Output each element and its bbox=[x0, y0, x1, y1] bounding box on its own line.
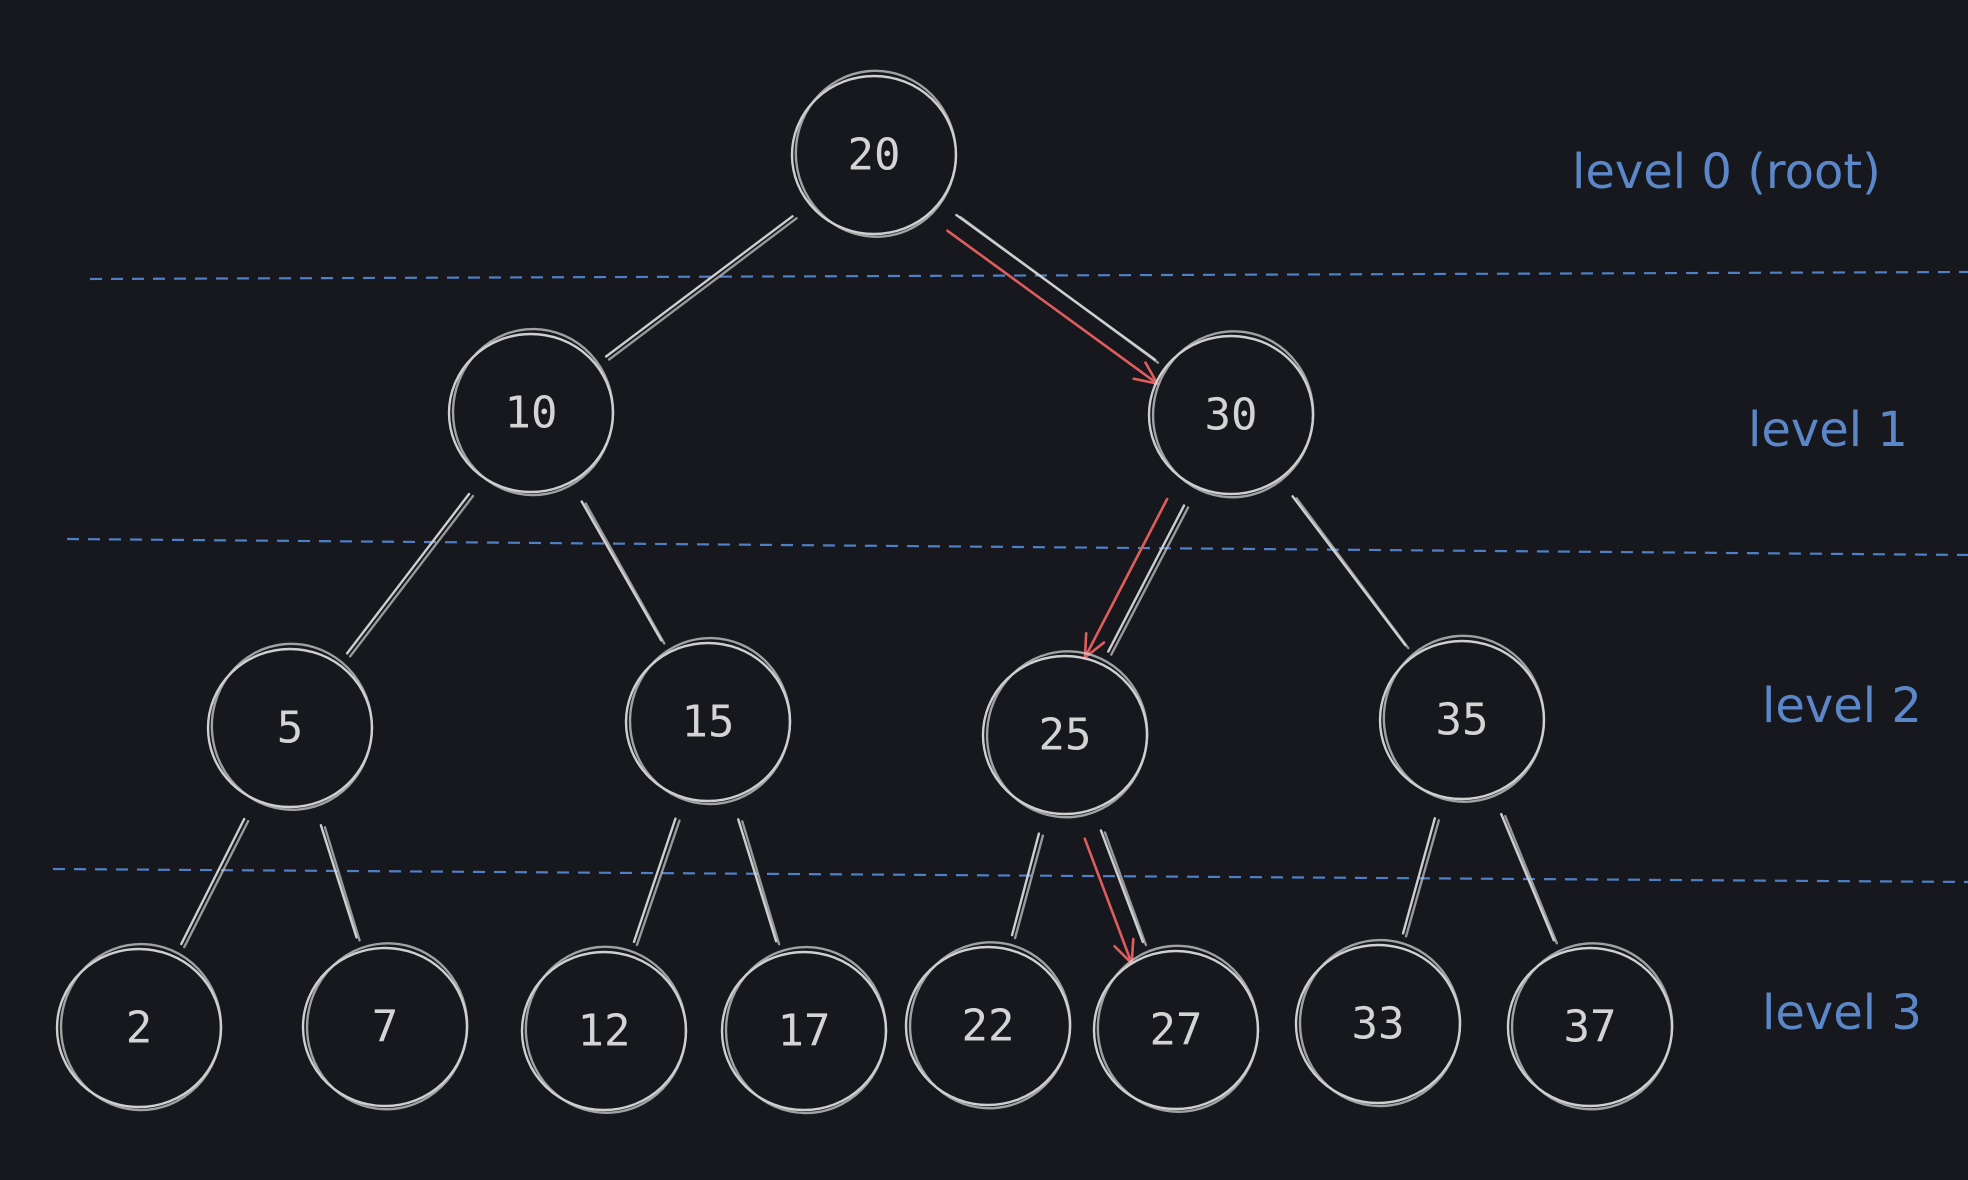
tree-node-22: 22 bbox=[904, 941, 1072, 1110]
edge-n35-n37 bbox=[1500, 812, 1556, 942]
edge-sketch-n30-n35 bbox=[1295, 497, 1410, 650]
level-divider-0 bbox=[89, 270, 1968, 281]
node-circle-sketch bbox=[794, 69, 958, 238]
node-value: 27 bbox=[1150, 1005, 1203, 1056]
node-value: 35 bbox=[1436, 695, 1489, 746]
tree-node-10: 10 bbox=[447, 327, 615, 497]
node-circle-sketch bbox=[1151, 330, 1315, 499]
edge-sketch-n15-n17 bbox=[741, 820, 781, 946]
tree-node-35: 35 bbox=[1378, 634, 1546, 803]
edge-n15-n17 bbox=[737, 818, 778, 943]
edge-sketch-n25-n22 bbox=[1013, 834, 1045, 940]
node-value: 20 bbox=[848, 130, 901, 181]
node-value: 30 bbox=[1205, 390, 1258, 441]
edge-n30-n25 bbox=[1107, 504, 1186, 653]
edge-sketch-n10-n15 bbox=[584, 502, 666, 645]
tree-node-17: 17 bbox=[720, 945, 888, 1115]
tree-node-12: 12 bbox=[520, 945, 688, 1114]
node-circle-sketch bbox=[59, 942, 223, 1112]
level-label-1: level 1 bbox=[1748, 402, 1908, 458]
tree-node-2: 2 bbox=[55, 942, 223, 1112]
edge-sketch-n10-n5 bbox=[348, 494, 475, 658]
edge-n5-n2 bbox=[180, 817, 246, 946]
node-value: 25 bbox=[1039, 710, 1092, 761]
level-label-3: level 3 bbox=[1762, 985, 1922, 1041]
tree-node-15: 15 bbox=[624, 636, 792, 806]
node-circle-sketch bbox=[1096, 944, 1260, 1113]
node-circle-sketch bbox=[524, 945, 688, 1114]
path-arrow-n20-n30 bbox=[946, 229, 1159, 385]
tree-node-20: 20 bbox=[790, 69, 958, 238]
edge-sketch-n35-n33 bbox=[1404, 819, 1441, 938]
edge-sketch-n20-n10 bbox=[607, 217, 798, 361]
edge-n10-n15 bbox=[580, 500, 663, 642]
path-arrowhead-n30 bbox=[1132, 361, 1159, 385]
node-value: 15 bbox=[682, 697, 735, 748]
level-divider-1 bbox=[66, 537, 1968, 557]
node-value: 12 bbox=[578, 1006, 631, 1057]
node-circle-sketch bbox=[985, 650, 1149, 819]
edge-n35-n33 bbox=[1401, 817, 1437, 935]
tree-node-25: 25 bbox=[981, 650, 1149, 819]
edge-sketch-n5-n7 bbox=[323, 826, 361, 942]
edge-sketch-n30-n25 bbox=[1110, 506, 1190, 656]
node-circle-sketch bbox=[1382, 634, 1546, 803]
node-circle-sketch bbox=[724, 945, 888, 1115]
edge-n10-n5 bbox=[345, 492, 471, 655]
node-value: 7 bbox=[372, 1002, 399, 1053]
path-arrow-n25-n27 bbox=[1083, 837, 1133, 965]
node-circle-sketch bbox=[1510, 942, 1674, 1111]
node-value: 22 bbox=[962, 1001, 1015, 1052]
edge-n25-n22 bbox=[1010, 832, 1041, 937]
node-circle-sketch bbox=[210, 642, 374, 811]
tree-node-5: 5 bbox=[206, 642, 374, 811]
node-circle-sketch bbox=[305, 942, 469, 1111]
edge-sketch-n15-n12 bbox=[635, 819, 681, 947]
node-value: 37 bbox=[1564, 1002, 1617, 1053]
node-value: 2 bbox=[126, 1003, 153, 1054]
tree-edges bbox=[180, 213, 1559, 949]
node-value: 5 bbox=[277, 703, 304, 754]
node-value: 17 bbox=[778, 1006, 831, 1057]
level-labels: level 0 (root) level 1 level 2 level 3 bbox=[1572, 144, 1922, 1041]
edge-n20-n10 bbox=[604, 215, 794, 358]
node-circle-sketch bbox=[451, 327, 615, 497]
edge-n15-n12 bbox=[632, 817, 677, 944]
level-label-2: level 2 bbox=[1762, 678, 1922, 734]
edge-n25-n27 bbox=[1099, 829, 1145, 944]
tree-node-7: 7 bbox=[301, 942, 469, 1111]
node-circle-sketch bbox=[1298, 938, 1462, 1108]
tree-node-37: 37 bbox=[1506, 942, 1674, 1111]
edge-sketch-n35-n37 bbox=[1504, 814, 1559, 945]
edge-sketch-n20-n30 bbox=[959, 215, 1160, 364]
tree-node-33: 33 bbox=[1294, 938, 1462, 1108]
path-arrow-n30-n25 bbox=[1083, 497, 1169, 659]
edge-sketch-n25-n27 bbox=[1103, 831, 1148, 947]
level-divider-2 bbox=[52, 867, 1968, 884]
node-circle-sketch bbox=[908, 941, 1072, 1110]
edge-sketch-n5-n2 bbox=[183, 819, 250, 949]
level-label-0: level 0 (root) bbox=[1572, 144, 1881, 200]
node-circle-sketch bbox=[628, 636, 792, 806]
edge-n5-n7 bbox=[319, 824, 358, 939]
tree-node-27: 27 bbox=[1092, 944, 1260, 1113]
tree-node-30: 30 bbox=[1147, 330, 1315, 499]
node-value: 33 bbox=[1352, 999, 1405, 1050]
node-value: 10 bbox=[505, 388, 558, 439]
search-path-arrows bbox=[946, 229, 1169, 965]
level-dividers bbox=[52, 270, 1968, 884]
